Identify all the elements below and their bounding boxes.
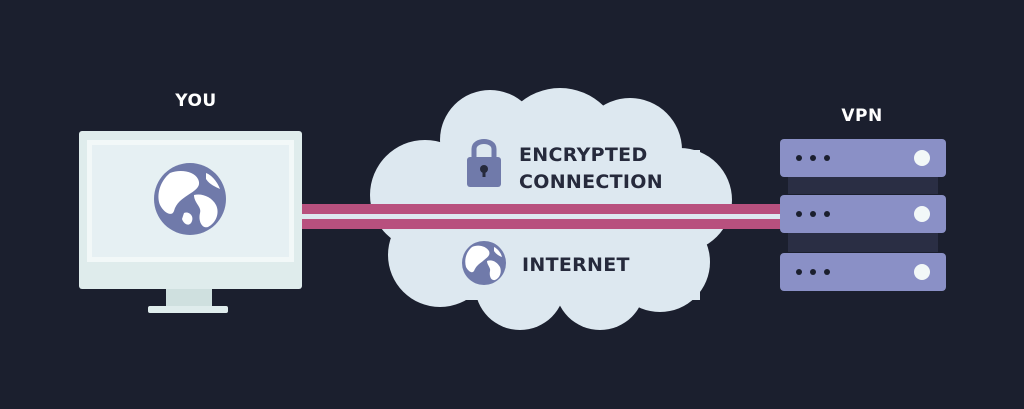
internet-label: INTERNET [522,254,630,276]
encrypted-tunnel [302,204,786,229]
monitor-icon [79,131,302,313]
lock-icon [467,139,501,187]
vpn-label: VPN [841,106,883,126]
globe-icon [154,163,226,235]
globe-icon [462,241,506,285]
server-unit-bottom [780,253,946,291]
server-unit-middle [780,195,946,233]
you-label: YOU [175,91,217,111]
encrypted-connection-label: ENCRYPTED CONNECTION [519,142,663,196]
encrypted-label-line1: ENCRYPTED [519,144,648,166]
server-unit-top [780,139,946,177]
encrypted-label-line2: CONNECTION [519,171,663,193]
server-icon [780,139,946,291]
